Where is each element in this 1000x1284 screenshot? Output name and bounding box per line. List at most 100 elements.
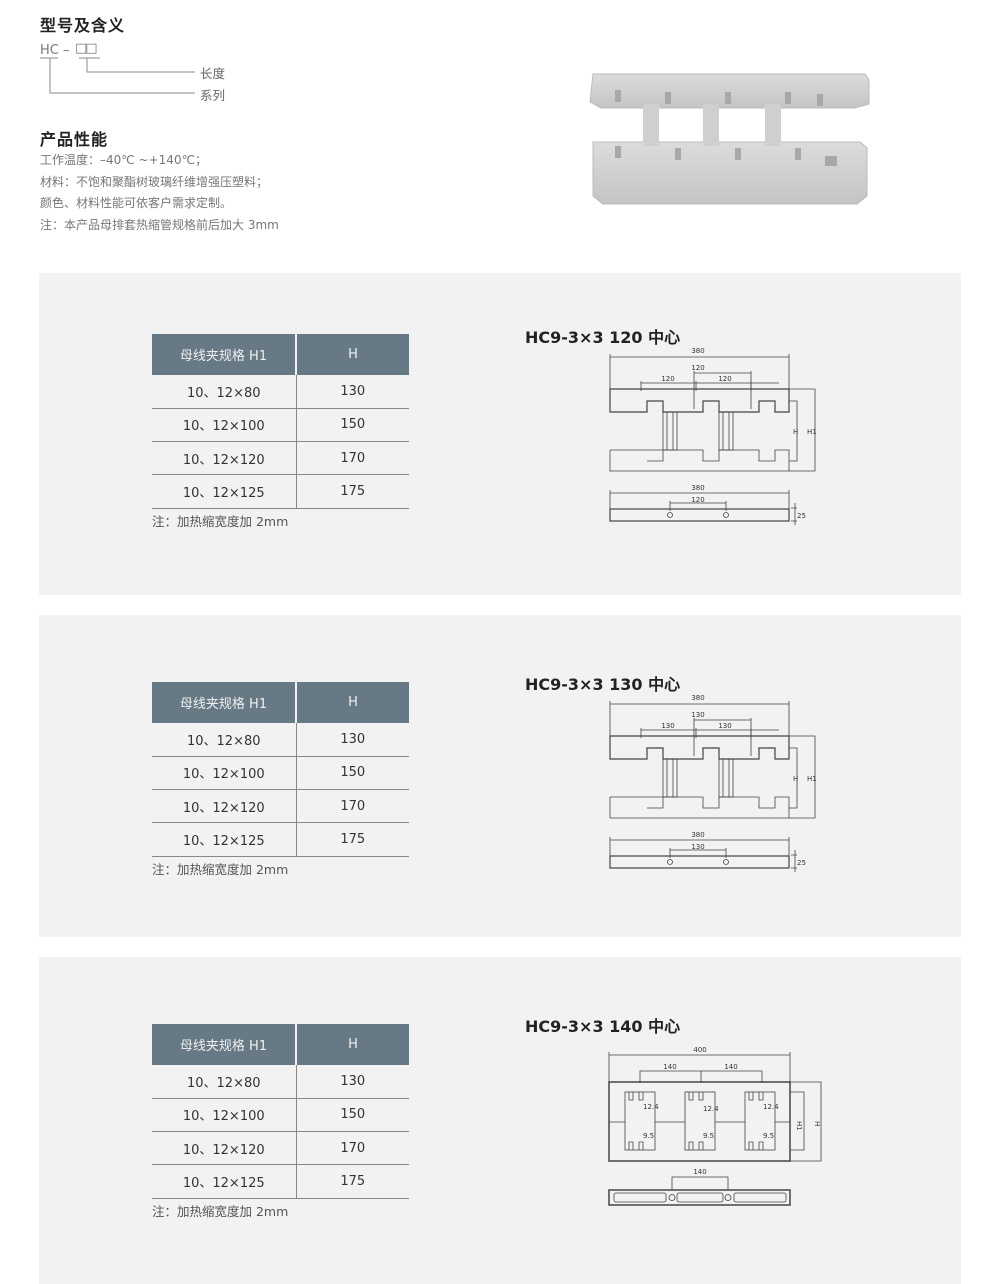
column-header: H [296,334,409,375]
drawing-title: HC9-3×3 140 中心 [525,1017,681,1036]
table-cell: 130 [296,1065,409,1099]
technical-drawing: 380 130 130 130 H H1 380 130 25 [609,694,817,872]
dim-h: H [813,1121,821,1126]
table-cell: 10、12×120 [152,789,297,824]
model-leader-lines [40,57,195,94]
dim-side: 120 [718,375,731,383]
table-cell: 130 [296,723,409,757]
table-cell: 10、12×100 [152,408,297,443]
column-header: 母线夹规格 H1 [152,334,297,375]
dim-slot-top: 12.4 [643,1103,659,1111]
dim-slot-bottom: 9.5 [643,1132,654,1140]
dim-side: 130 [661,722,674,730]
dim-slot-top: 12.4 [763,1103,779,1111]
dim-slot-bottom: 9.5 [763,1132,774,1140]
column-header: H [296,1024,409,1065]
spec-note: 注：本产品母排套热缩管规格前后加大 3mm [40,217,279,232]
table-cell: 10、12×80 [152,375,297,409]
table-cell: 175 [296,474,409,509]
table-cell: 170 [296,1131,409,1166]
table-cell: 150 [296,756,409,791]
dim-slot-top: 12.4 [703,1105,719,1113]
dim-side-overall: 380 [691,831,704,839]
dim-side-overall: 380 [691,484,704,492]
table-cell: 130 [296,375,409,409]
drawing-title: HC9-3×3 130 中心 [525,675,681,694]
technical-drawing: 380 120 120 120 H H1 380 120 25 [609,347,817,525]
table-cell: 10、12×120 [152,1131,297,1166]
dim-center: 120 [691,364,704,372]
table-cell: 170 [296,441,409,476]
column-header: H [296,682,409,723]
table-cell: 150 [296,1098,409,1133]
model-boxes: □□ [75,41,98,56]
column-header: 母线夹规格 H1 [152,1024,297,1065]
dim-side-center: 120 [691,496,704,504]
table-cell: 170 [296,789,409,824]
dim-side-center: 130 [691,843,704,851]
dim-side: 130 [718,722,731,730]
table-cell: 10、12×80 [152,1065,297,1099]
performance-specs: 工作温度：–40℃ ~+140℃； 材料：不饱和聚酯树玻璃纤维增强压塑料； 颜色… [40,150,279,236]
dim-center-2: 140 [724,1063,737,1071]
series-label: 系列 [200,88,226,103]
performance-title: 产品性能 [40,130,109,149]
table-cell: 175 [296,822,409,857]
table-cell: 10、12×100 [152,1098,297,1133]
dim-overall: 380 [691,347,704,355]
table-cell: 10、12×100 [152,756,297,791]
table-cell: 10、12×125 [152,1164,297,1199]
dim-side-center: 140 [693,1168,706,1176]
drawing-title: HC9-3×3 120 中心 [525,328,681,347]
column-header: 母线夹规格 H1 [152,682,297,723]
dim-h: H [793,428,798,436]
dim-h1: H1 [807,428,817,436]
model-title: 型号及含义 [40,16,126,35]
table-cell: 10、12×125 [152,822,297,857]
table-cell: 10、12×80 [152,723,297,757]
dim-thickness: 25 [797,859,806,867]
technical-drawing: 400 140 140 12.4 12.4 12.4 9.5 9.5 9.5 H… [608,1046,822,1206]
spec-material: 材料：不饱和聚酯树玻璃纤维增强压塑料； [40,174,269,189]
model-dash: – [63,43,70,58]
product-image [589,73,870,205]
dim-thickness: 25 [797,512,806,520]
dim-center-1: 140 [663,1063,676,1071]
dim-center: 130 [691,711,704,719]
dim-h1: H1 [807,775,817,783]
dim-h: H [793,775,798,783]
dim-h1: H1 [795,1121,803,1131]
table-cell: 10、12×125 [152,474,297,509]
model-code: HC [40,43,59,58]
table-cell: 150 [296,408,409,443]
length-label: 长度 [200,66,226,81]
dim-slot-bottom: 9.5 [703,1132,714,1140]
spec-temperature: 工作温度：–40℃ ~+140℃； [40,153,208,167]
table-cell: 10、12×120 [152,441,297,476]
spec-color: 颜色、材料性能可依客户需求定制。 [40,196,233,210]
table-note: 注：加热缩宽度加 2mm [152,514,289,529]
table-note: 注：加热缩宽度加 2mm [152,1204,289,1219]
table-note: 注：加热缩宽度加 2mm [152,862,289,877]
dim-side: 120 [661,375,674,383]
table-cell: 175 [296,1164,409,1199]
dim-overall: 400 [693,1046,706,1054]
